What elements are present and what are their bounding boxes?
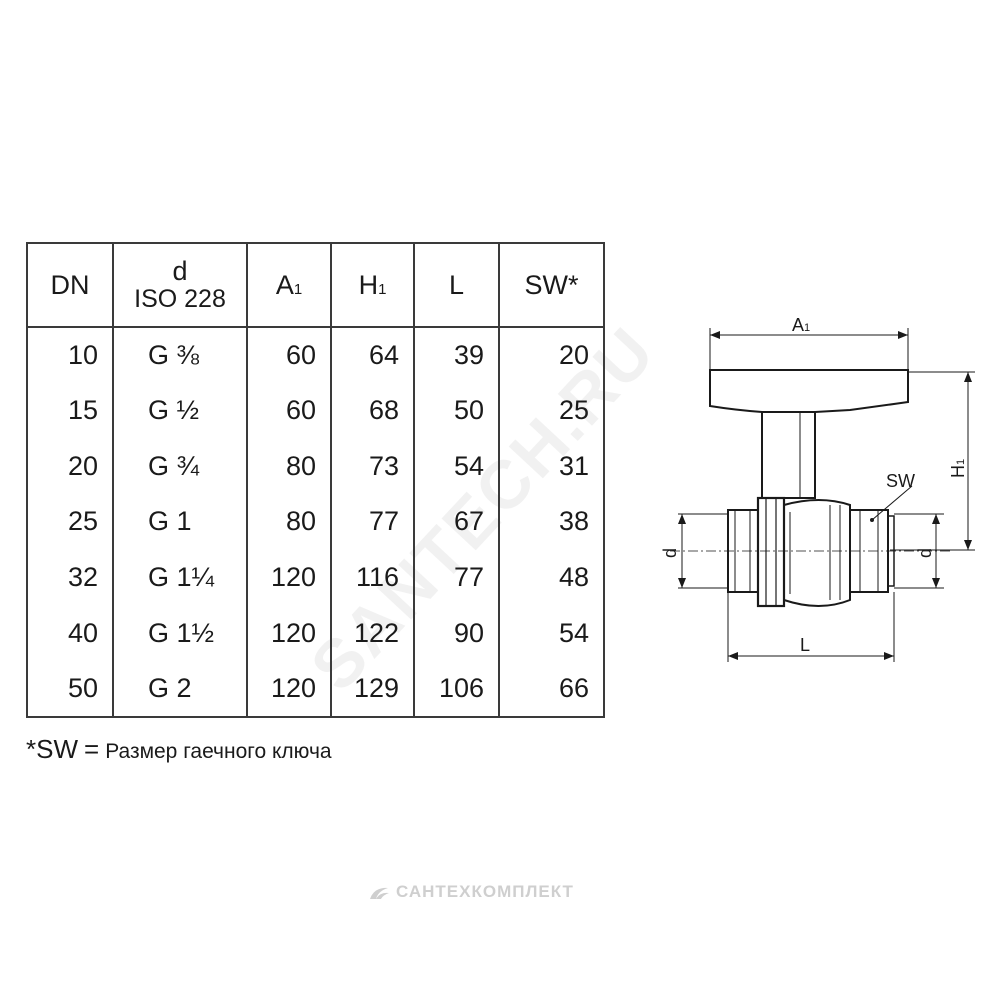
header-sw: SW* [498,242,605,328]
footnote-key: *SW [26,734,78,764]
cell-dn: 40 [26,605,114,662]
header-d-standard: ISO 228 [134,285,226,313]
cell-d: G 1¼ [112,549,248,606]
cell-l: 50 [413,382,500,439]
table-header-row: DN d ISO 228 A1 H1 L SW* [26,242,605,328]
header-a1-sub: 1 [293,280,303,298]
cell-dn: 25 [26,494,114,550]
diagram-d-left-label: d [660,548,680,558]
cell-d: G 1½ [112,605,248,662]
cell-dn: 32 [26,549,114,606]
cell-l: 39 [413,327,500,383]
cell-dn: 10 [26,327,114,383]
cell-a1: 120 [246,549,332,606]
cell-d: G ⅜ [112,327,248,383]
cell-sw: 31 [498,438,605,495]
diagram-l-label: L [800,635,810,655]
cell-h1: 116 [330,549,415,606]
cell-d: G 2 [112,661,248,718]
footnote-equals: = [84,734,100,764]
header-d: d ISO 228 [112,242,248,328]
cell-h1: 122 [330,605,415,662]
footnote: *SW=Размер гаечного ключа [26,734,332,765]
header-dn: DN [26,242,114,328]
cell-h1: 64 [330,327,415,383]
cell-sw: 20 [498,327,605,383]
cell-sw: 25 [498,382,605,439]
diagram-sw-label: SW [886,471,915,491]
cell-h1: 77 [330,494,415,550]
header-l: L [413,242,500,328]
cell-l: 54 [413,438,500,495]
cell-dn: 15 [26,382,114,439]
header-d-label: d [172,256,188,286]
table-row: 50 G 2 120 129 106 66 [26,661,605,718]
cell-a1: 80 [246,438,332,495]
diagram-a1-label: A1 [792,315,810,335]
header-h1-sub: 1 [378,280,387,298]
header-a1: A1 [246,242,332,328]
cell-h1: 129 [330,661,415,718]
cell-d: G 1 [112,494,248,550]
cell-sw: 48 [498,549,605,606]
cell-d: G ½ [112,382,248,439]
dimensions-table: DN d ISO 228 A1 H1 L SW* 10 G ⅜ 60 64 39… [26,242,605,718]
cell-sw: 54 [498,605,605,662]
diagram-h1-label: H1 [948,459,968,478]
cell-a1: 60 [246,382,332,439]
cell-a1: 60 [246,327,332,383]
header-h1: H1 [330,242,415,328]
cell-l: 67 [413,494,500,550]
table-row: 10 G ⅜ 60 64 39 20 [26,327,605,383]
brand-mark: САНТЕХКОМПЛЕКТ [368,882,574,902]
brand-name: САНТЕХКОМПЛЕКТ [396,882,574,901]
cell-a1: 120 [246,661,332,718]
cell-sw: 66 [498,661,605,718]
header-a1-main: A [275,269,294,300]
table-row: 40 G 1½ 120 122 90 54 [26,605,605,662]
footnote-text: Размер гаечного ключа [105,740,332,763]
cell-h1: 73 [330,438,415,495]
cell-l: 77 [413,549,500,606]
diagram-d-right-label: d [915,548,935,558]
cell-dn: 20 [26,438,114,495]
cell-sw: 38 [498,494,605,550]
header-h1-main: H [358,269,379,300]
brand-logo-icon [370,887,389,899]
table-row: 20 G ¾ 80 73 54 31 [26,438,605,495]
cell-a1: 80 [246,494,332,550]
table-row: 25 G 1 80 77 67 38 [26,494,605,550]
cell-l: 90 [413,605,500,662]
cell-h1: 68 [330,382,415,439]
cell-d: G ¾ [112,438,248,495]
cell-l: 106 [413,661,500,718]
cell-dn: 50 [26,661,114,718]
table-row: 32 G 1¼ 120 116 77 48 [26,549,605,606]
cell-a1: 120 [246,605,332,662]
ball-valve-drawing: A1 H1 SW d d L [660,315,975,662]
table-row: 15 G ½ 60 68 50 25 [26,382,605,439]
